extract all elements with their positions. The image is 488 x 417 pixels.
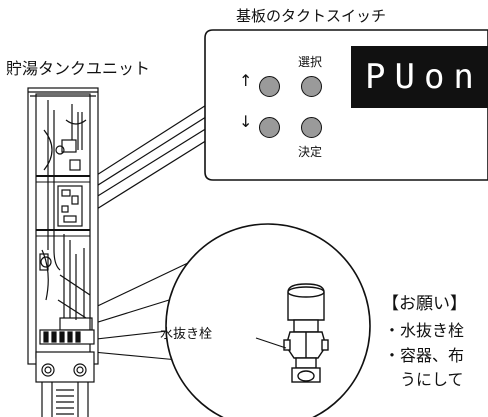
select-label: 選択 xyxy=(298,55,323,69)
tank-unit xyxy=(27,87,99,417)
segment-display: PUon xyxy=(351,46,488,108)
down-button[interactable] xyxy=(259,117,280,138)
up-arrow-icon: ↑ xyxy=(239,71,253,90)
decide-label: 決定 xyxy=(298,145,323,159)
select-button[interactable] xyxy=(301,76,322,97)
valve-zoom-circle xyxy=(165,223,371,417)
request-line-1: ・水抜き栓 xyxy=(384,321,465,340)
up-button[interactable] xyxy=(259,76,280,97)
request-line-3: うにして xyxy=(400,370,464,389)
tact-switch-title: 基板のタクトスイッチ xyxy=(236,7,387,25)
request-line-2: ・容器、布 xyxy=(384,346,465,365)
tank-unit-label: 貯湯タンクユニット xyxy=(6,59,151,78)
request-title: 【お願い】 xyxy=(382,294,467,314)
down-arrow-icon: ↓ xyxy=(239,112,253,131)
drain-valve-icon xyxy=(283,283,329,383)
decide-button[interactable] xyxy=(301,117,322,138)
drain-valve-label: 水抜き栓 xyxy=(160,327,213,342)
valve-leader-line xyxy=(255,337,287,349)
